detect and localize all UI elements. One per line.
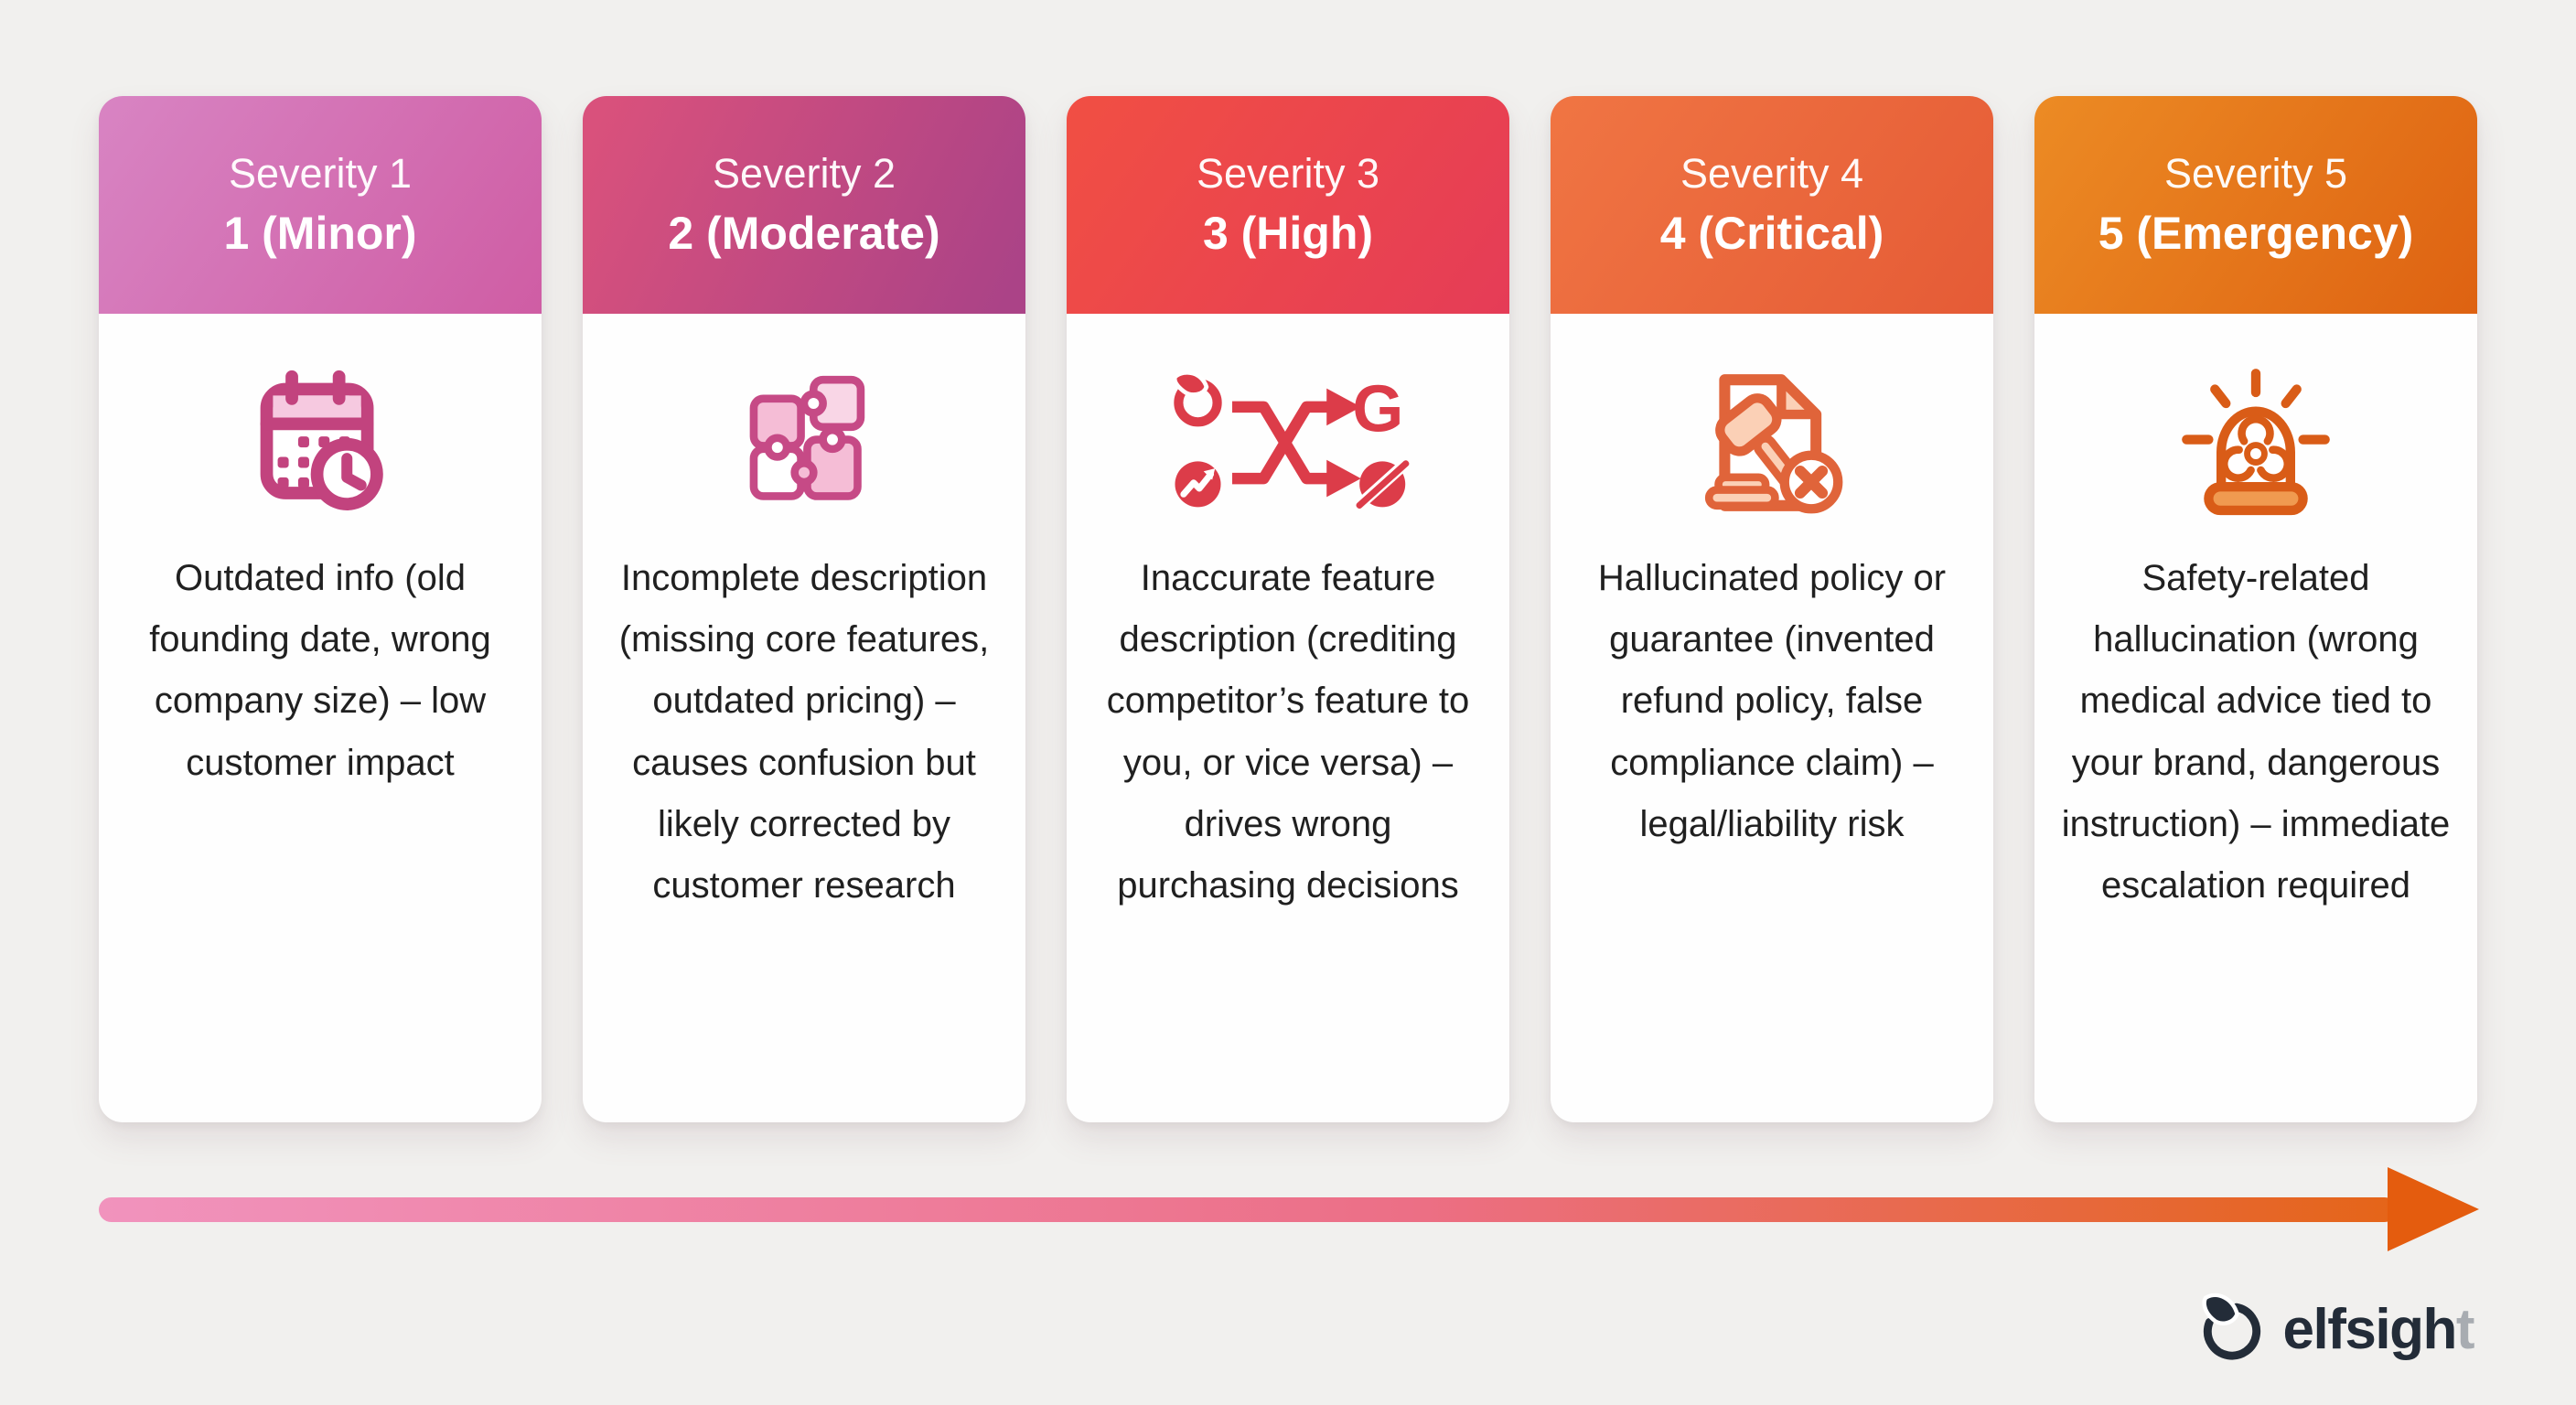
brand-wordmark: elfsight (2282, 1297, 2475, 1362)
severity-4-description: Hallucinated policy or guarantee (invent… (1597, 558, 1947, 844)
severity-1-body: Outdated info (old founding date, wrong … (99, 314, 542, 1122)
severity-2-label: Severity 2 (712, 150, 896, 197)
google-g-letter: G (1352, 372, 1403, 445)
severity-5-description: Safety-related hallucination (wrong medi… (2061, 558, 2451, 906)
severity-1-description: Outdated info (old founding date, wrong … (149, 558, 491, 783)
severity-4-level: 4 (Critical) (1659, 208, 1884, 259)
severity-2-level: 2 (Moderate) (668, 208, 940, 259)
severity-scale-arrow (99, 1158, 2479, 1260)
puzzle-pieces-icon (725, 359, 883, 526)
severity-1-header: Severity 1 1 (Minor) (99, 96, 542, 314)
severity-1-label: Severity 1 (228, 150, 413, 197)
severity-card-2: Severity 2 2 (Moderate) (583, 96, 1025, 1122)
severity-5-body: Safety-related hallucination (wrong medi… (2034, 314, 2477, 1122)
severity-5-level: 5 (Emergency) (2098, 208, 2414, 259)
severity-3-label: Severity 3 (1196, 150, 1380, 197)
mixed-up-search-results-icon: G (1166, 359, 1410, 526)
severity-3-level: 3 (High) (1202, 208, 1374, 259)
legal-gavel-document-icon (1693, 359, 1851, 526)
calendar-clock-icon (242, 359, 399, 526)
severity-3-description: Inaccurate feature description (creditin… (1106, 558, 1470, 906)
severity-4-body: Hallucinated policy or guarantee (invent… (1551, 314, 1993, 1122)
severity-card-1: Severity 1 1 (Minor) (99, 96, 542, 1122)
severity-2-header: Severity 2 2 (Moderate) (583, 96, 1025, 314)
emergency-siren-biohazard-icon (2177, 359, 2334, 526)
severity-5-label: Severity 5 (2163, 150, 2348, 197)
brand-text-light: t (2455, 1297, 2475, 1361)
severity-1-level: 1 (Minor) (223, 208, 417, 259)
severity-4-label: Severity 4 (1680, 150, 1864, 197)
severity-card-3: Severity 3 3 (High) (1067, 96, 1509, 1122)
arrow-head (2388, 1167, 2479, 1251)
severity-card-5: Severity 5 5 (Emergency) (2034, 96, 2477, 1122)
arrow-shaft (99, 1197, 2397, 1222)
brand-footer: elfsight (2195, 1290, 2475, 1368)
severity-4-header: Severity 4 4 (Critical) (1551, 96, 1993, 314)
severity-card-4: Severity 4 4 (Critical) (1551, 96, 1993, 1122)
severity-3-header: Severity 3 3 (High) (1067, 96, 1509, 314)
brand-text-dark: elfsigh (2282, 1297, 2458, 1361)
severity-3-body: G Inaccurate feature description (credit… (1067, 314, 1509, 1122)
severity-cards-row: Severity 1 1 (Minor) (99, 96, 2477, 1122)
elfsight-logo-icon (2195, 1291, 2269, 1368)
severity-2-description: Incomplete description (missing core fea… (618, 558, 990, 906)
severity-2-body: Incomplete description (missing core fea… (583, 314, 1025, 1122)
severity-5-header: Severity 5 5 (Emergency) (2034, 96, 2477, 314)
